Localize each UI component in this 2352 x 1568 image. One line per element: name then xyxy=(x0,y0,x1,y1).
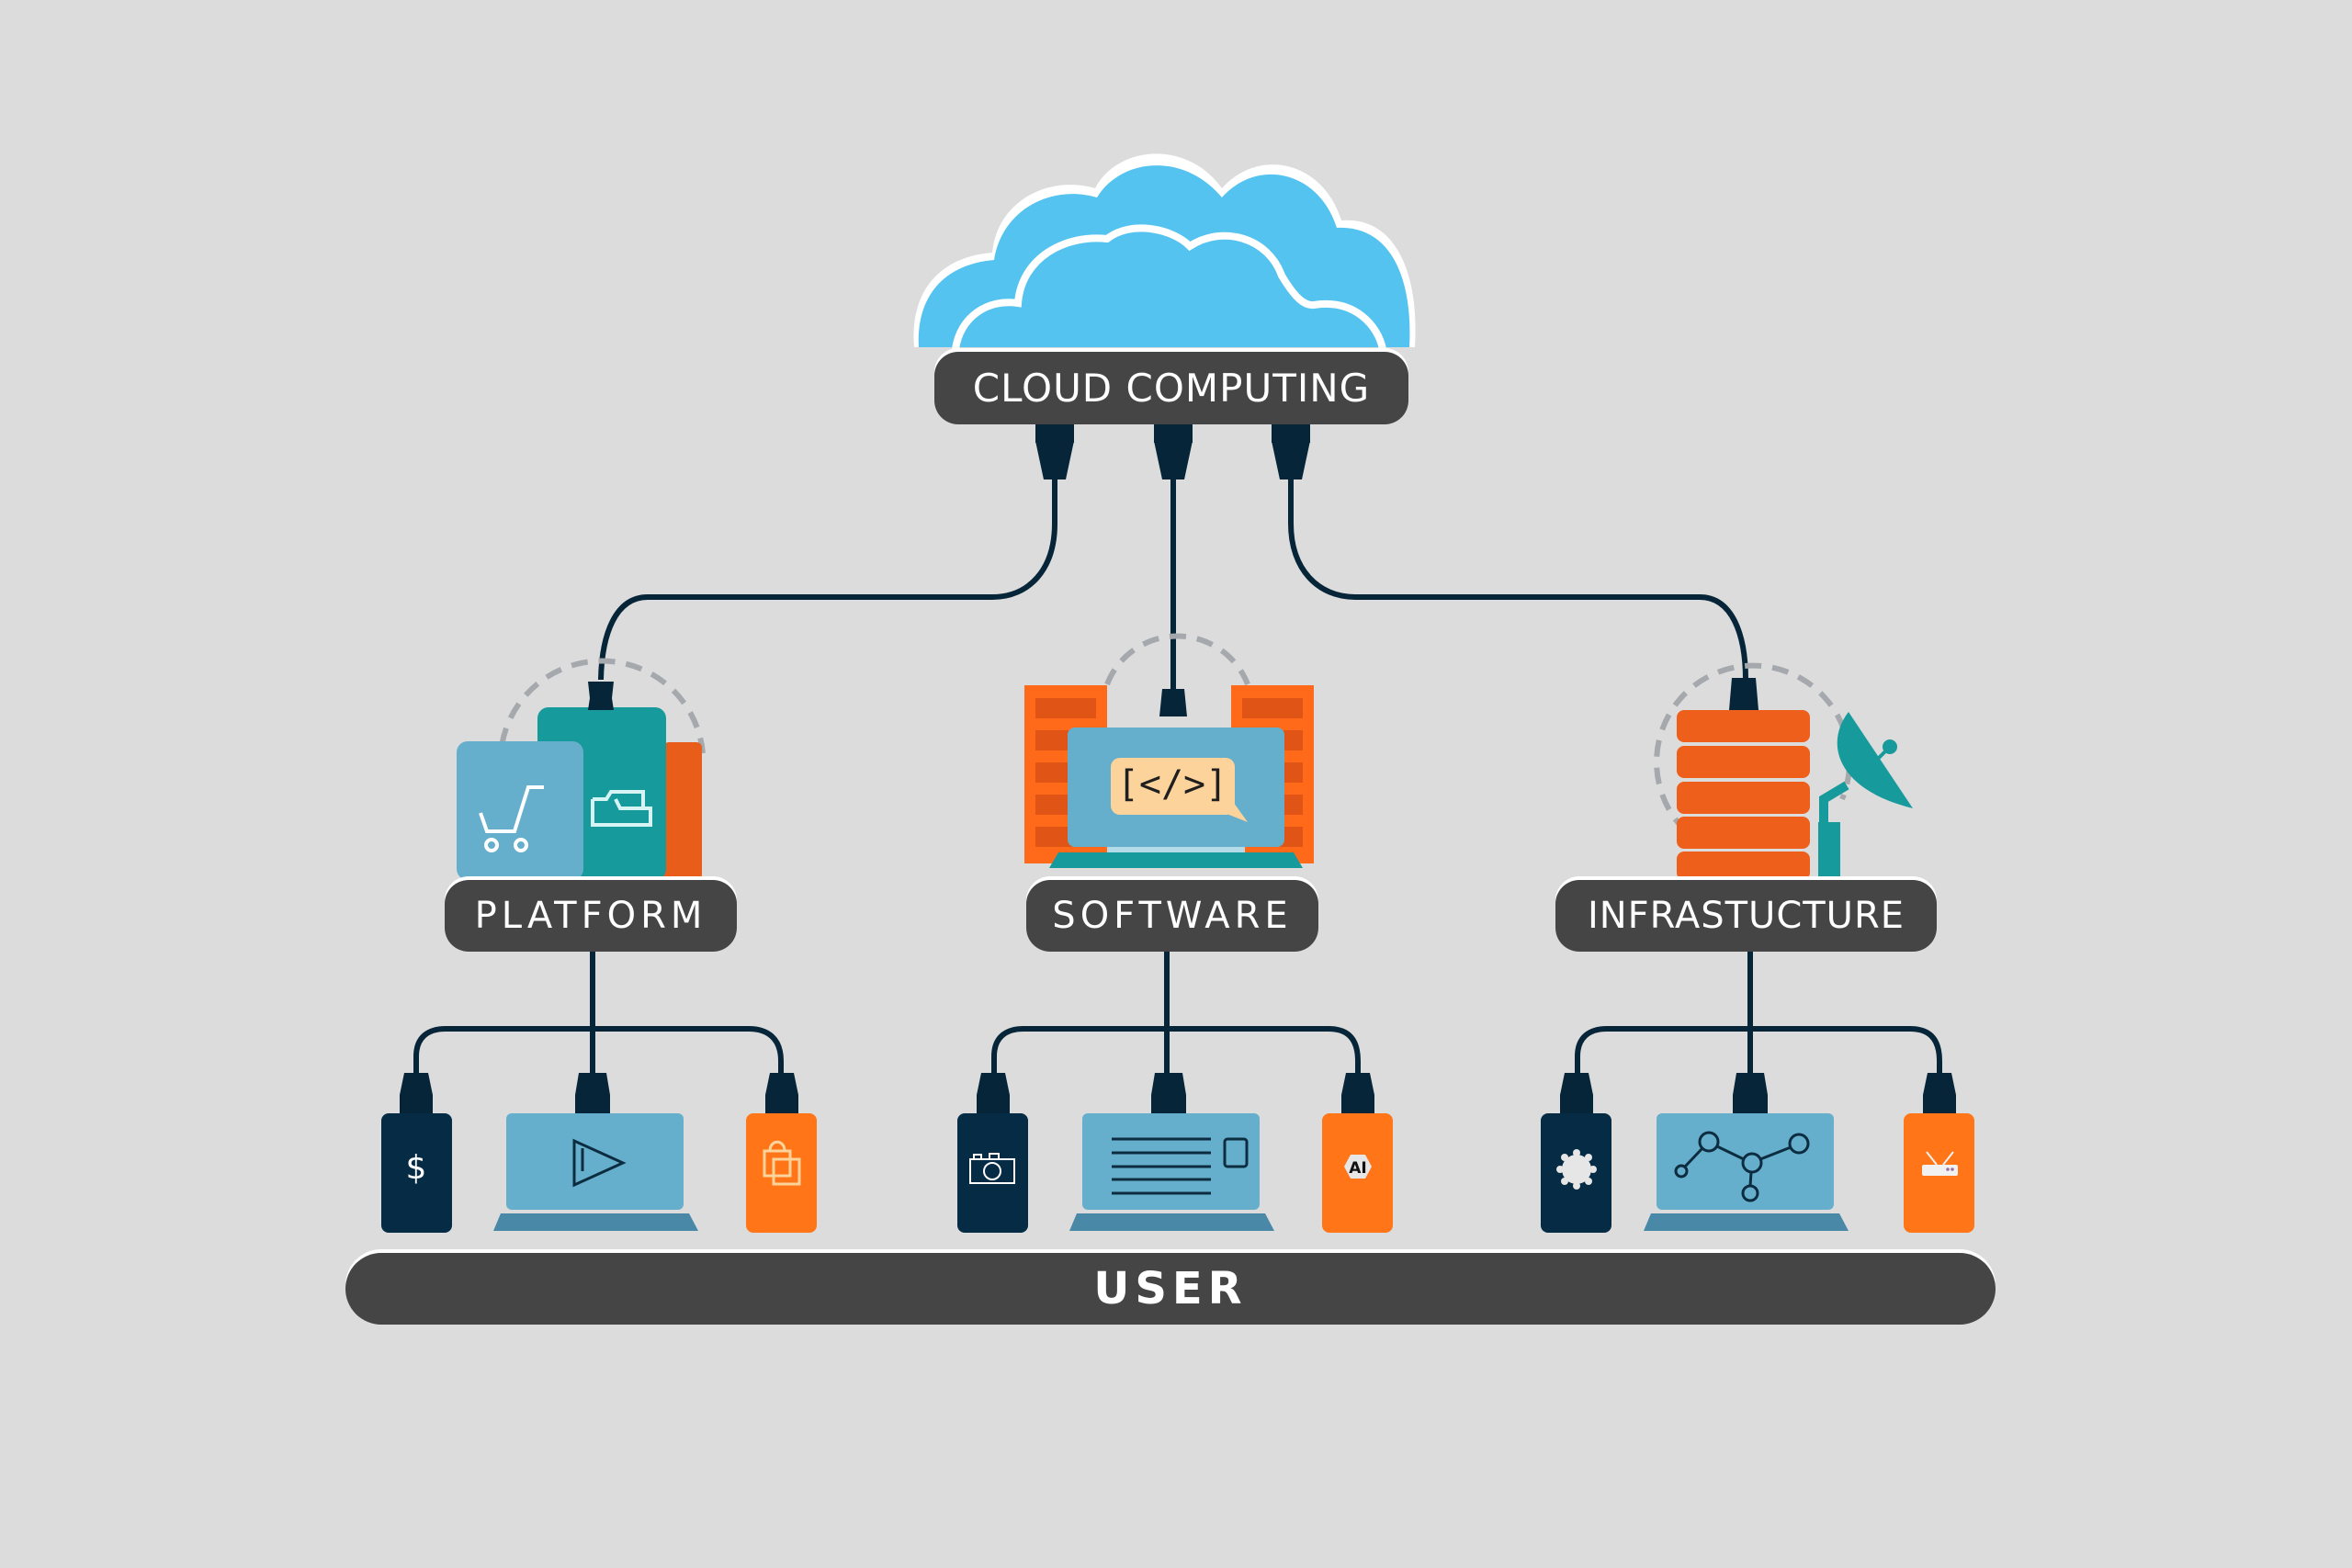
device-laptop-network xyxy=(1644,1073,1849,1231)
gear-icon xyxy=(1556,1149,1597,1190)
router-icon xyxy=(1922,1151,1958,1176)
platform-illustration xyxy=(457,658,706,880)
device-phone-dollar: $ xyxy=(381,1073,452,1233)
platform-label: PLATFORM xyxy=(445,880,737,952)
folder-icon xyxy=(591,790,652,827)
software-illustration: [</>] xyxy=(1024,633,1314,868)
software-label: SOFTWARE xyxy=(1026,880,1318,952)
device-phone-ai: AI xyxy=(1322,1073,1393,1233)
server-stack-icon xyxy=(1677,710,1810,880)
camera-icon xyxy=(969,1153,1015,1184)
infrastructure-illustration xyxy=(1654,662,1913,880)
infrastructure-label: INFRASTUCTURE xyxy=(1555,880,1937,952)
device-laptop-play xyxy=(493,1073,698,1231)
satellite-dish-icon xyxy=(1818,712,1913,880)
software-label-text: SOFTWARE xyxy=(1052,895,1293,937)
cloud-computing-label: CLOUD COMPUTING xyxy=(934,352,1408,424)
network-graph-icon xyxy=(1674,1131,1810,1202)
document-icon xyxy=(1112,1137,1249,1195)
code-glyph: [</>] xyxy=(1117,763,1227,806)
code-icon: [</>] xyxy=(1111,758,1248,822)
shopping-cart-icon xyxy=(479,785,544,852)
cables-bottom xyxy=(413,952,1942,1079)
cloud-icon xyxy=(913,153,1416,350)
device-phone-bag xyxy=(746,1073,817,1233)
infrastructure-label-text: INFRASTUCTURE xyxy=(1587,895,1905,937)
platform-label-text: PLATFORM xyxy=(474,895,707,937)
dollar-icon: $ xyxy=(406,1149,427,1187)
device-phone-router xyxy=(1904,1073,1974,1233)
device-phone-camera xyxy=(957,1073,1028,1233)
user-label-text: USER xyxy=(1093,1263,1248,1314)
device-phone-gear xyxy=(1541,1073,1611,1233)
cables-top xyxy=(598,479,1748,698)
device-laptop-document xyxy=(1069,1073,1274,1231)
cloud-connectors xyxy=(1035,424,1310,479)
play-icon xyxy=(572,1138,627,1188)
shopping-bag-icon xyxy=(763,1140,801,1186)
user-bar: USER xyxy=(345,1253,1996,1325)
cloud-computing-label-text: CLOUD COMPUTING xyxy=(972,366,1371,411)
ai-icon: AI xyxy=(1344,1155,1372,1179)
svg-text:AI: AI xyxy=(1349,1159,1366,1178)
